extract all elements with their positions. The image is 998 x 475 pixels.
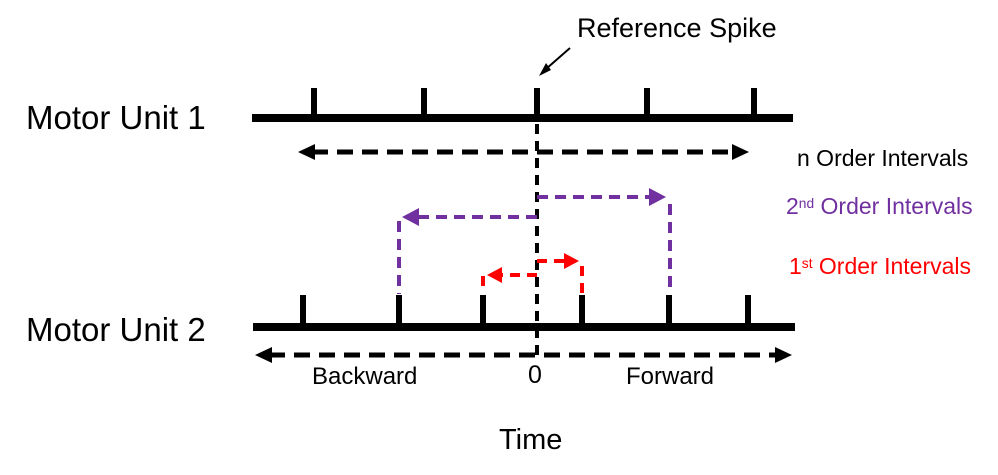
- second-order-forward-arrow: [537, 188, 672, 294]
- first-order-text: Order Intervals: [812, 253, 972, 279]
- time-axis-arrow: [255, 347, 792, 363]
- second-order-ordinal-suffix: nd: [798, 195, 815, 211]
- first-order-number: 1: [789, 253, 802, 279]
- time-axis-title: Time: [499, 424, 563, 456]
- motor-unit-2-spikes: [300, 295, 751, 329]
- motor-unit-1-spikes: [311, 88, 757, 120]
- first-order-forward-arrow: [537, 253, 584, 293]
- reference-spike-pointer-arrow-icon: [539, 47, 571, 76]
- backward-axis-label: Backward: [312, 363, 418, 390]
- forward-axis-label: Forward: [626, 363, 715, 390]
- second-order-text: Order Intervals: [814, 193, 973, 219]
- n-order-intervals-label: n Order Intervals: [797, 145, 969, 171]
- motor-unit-1-label: Motor Unit 1: [26, 99, 206, 136]
- second-order-number: 2: [786, 193, 799, 219]
- motor-unit-2-label: Motor Unit 2: [26, 311, 206, 348]
- reference-spike-label: Reference Spike: [577, 13, 777, 43]
- n-order-interval-arrow: [298, 144, 749, 160]
- first-order-backward-arrow: [481, 267, 537, 293]
- first-order-intervals-label: 1st Order Intervals: [789, 253, 971, 279]
- second-order-intervals-label: 2nd Order Intervals: [786, 193, 973, 219]
- second-order-backward-arrow: [397, 208, 537, 294]
- zero-axis-label: 0: [528, 361, 542, 389]
- first-order-ordinal-suffix: st: [801, 255, 813, 271]
